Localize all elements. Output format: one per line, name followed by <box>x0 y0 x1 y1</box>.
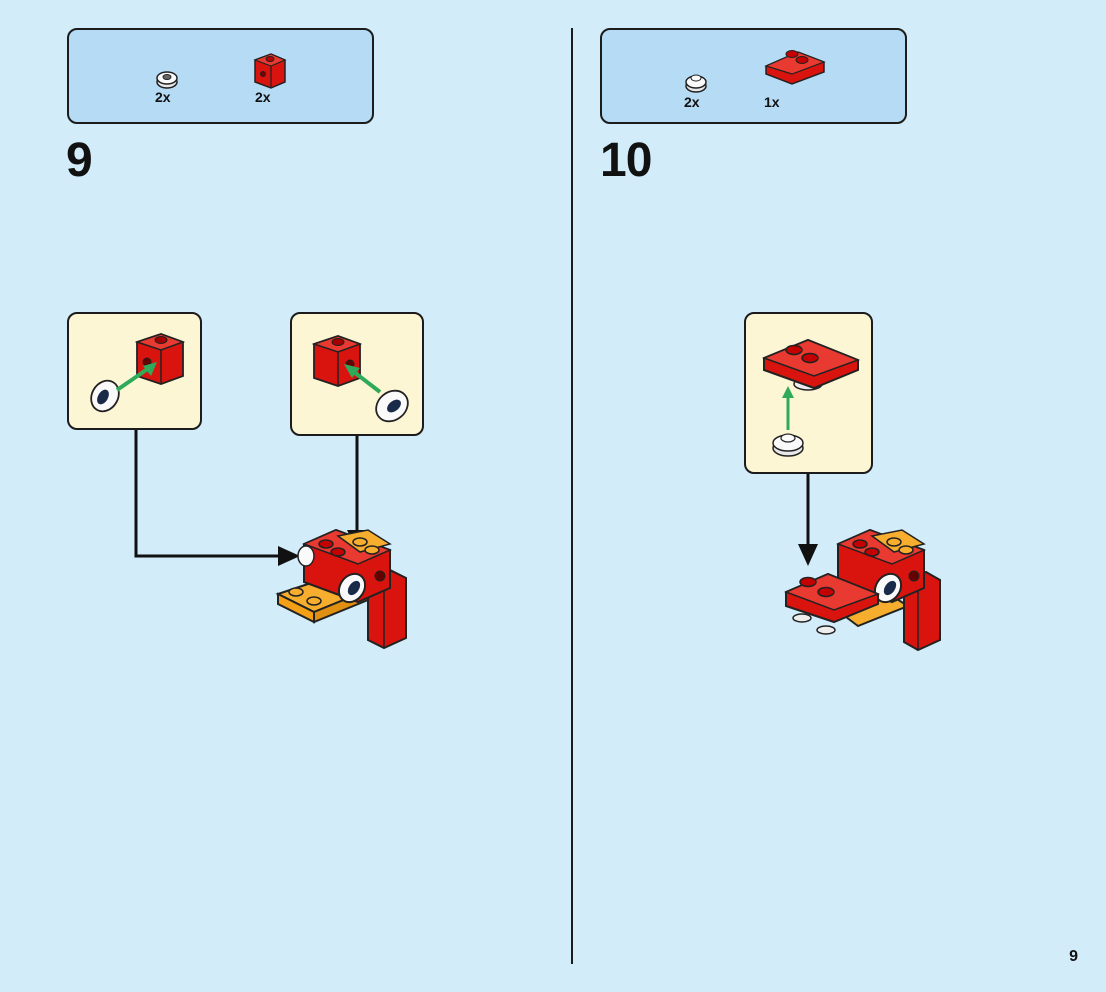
red-bracket-brick-icon <box>253 53 287 89</box>
step-10-parts-box: 2x 1x <box>600 28 907 124</box>
part-qty: 2x <box>255 89 271 105</box>
page-number: 9 <box>1069 948 1078 965</box>
round-plate-white-icon <box>772 433 804 457</box>
step-number: 9 <box>66 134 93 187</box>
part-qty: 1x <box>764 94 780 110</box>
green-arrow-icon <box>344 364 382 394</box>
round-plate-white-icon <box>90 379 120 413</box>
model-step-9 <box>275 528 407 650</box>
callout-right <box>290 312 424 436</box>
callout-step-10 <box>744 312 873 474</box>
part-qty: 2x <box>155 89 171 105</box>
green-arrow-icon <box>782 386 794 430</box>
callout-left <box>67 312 202 430</box>
step-divider <box>571 28 573 964</box>
round-plate-white-icon <box>375 389 409 423</box>
round-plate-white-icon <box>156 71 178 89</box>
round-plate-white-icon <box>685 74 707 93</box>
red-wedge-plate-icon <box>764 50 826 85</box>
step-number: 10 <box>600 134 652 187</box>
red-wedge-plate-icon <box>761 338 861 391</box>
red-bracket-brick-icon <box>311 335 363 387</box>
part-qty: 2x <box>684 94 700 110</box>
model-step-10 <box>783 528 941 652</box>
step-9-parts-box: 2x 2x <box>67 28 374 124</box>
green-arrow-icon <box>115 362 157 392</box>
